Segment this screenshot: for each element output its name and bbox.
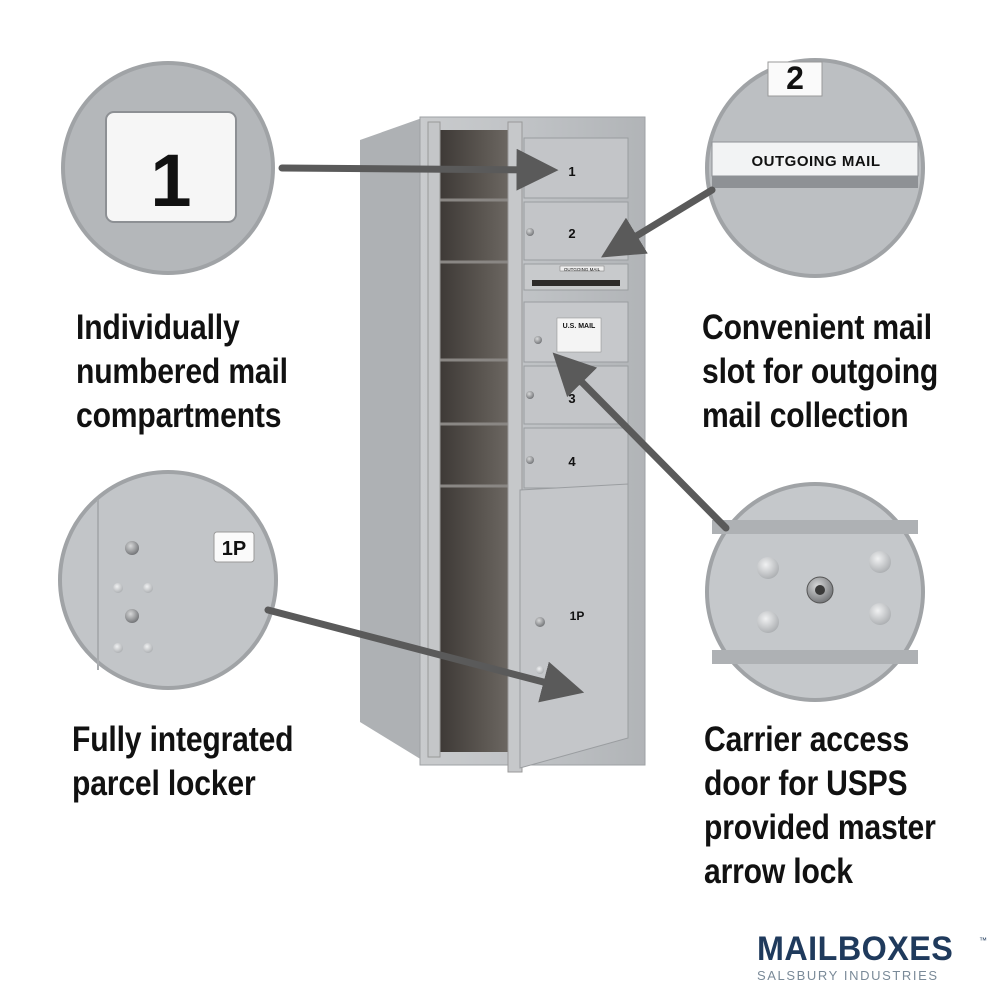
usps-plate-label: U.S. MAIL [563,323,596,330]
zoom-circle-carrier [705,482,925,702]
feature-numbered-line-1: Individually [76,308,240,347]
feature-outgoing-line-1: Convenient mail [702,308,932,347]
feature-numbered-line-3: compartments [76,396,282,435]
feature-numbered-line-2: numbered mail [76,352,288,391]
zoom-outgoing-number-label: 2 [786,60,804,96]
feature-parcel-locker: Fully integrated parcel locker [72,718,294,806]
callout-arrows [264,148,730,703]
mailbox-side [360,118,422,760]
arrow-numbered [278,148,559,191]
arrow-parcel [264,606,585,703]
feature-carrier-line-4: arrow lock [704,852,853,891]
zoom-circle-parcel [58,470,278,690]
feature-carrier-line-2: door for USPS [704,764,908,803]
door-4-number: 4 [568,454,576,469]
zoom-outgoing-plate-label: OUTGOING MAIL [752,153,881,170]
feature-numbered-compartments: Individually numbered mail compartments [76,306,288,438]
brand-logo: MAILBOXES SALSBURY INDUSTRIES [757,932,979,983]
brand-name: MAILBOXES [757,930,954,968]
zoom-parcel-plate-label: 1P [222,538,246,560]
arrow-outgoing [601,186,716,258]
feature-parcel-line-2: parcel locker [72,764,256,803]
door-1-number: 1 [568,164,575,179]
master-door-edge [427,121,441,758]
feature-outgoing-slot: Convenient mail slot for outgoing mail c… [702,306,938,438]
brand-trademark: ™ [979,936,987,945]
parcel-number: 1P [570,609,585,623]
arrow-carrier [552,352,730,532]
brand-subtitle: SALSBURY INDUSTRIES [757,968,939,983]
zoom-circle-numbered [61,61,275,275]
zoom-number-plate-label: 1 [150,139,191,222]
mailbox-interior [436,130,512,752]
feature-outgoing-line-3: mail collection [702,396,909,435]
door-3-number: 3 [568,391,575,406]
parcel-locker-door [519,483,629,769]
feature-carrier-access: Carrier access door for USPS provided ma… [704,718,936,894]
door-4 [523,427,629,489]
feature-carrier-line-3: provided master [704,808,936,847]
door-2-number: 2 [568,226,575,241]
feature-parcel-line-1: Fully integrated [72,720,294,759]
feature-carrier-line-1: Carrier access [704,720,910,759]
master-door-hinge [507,121,523,773]
feature-outgoing-line-2: slot for outgoing [702,352,939,391]
zoom-circle-outgoing [705,58,925,278]
slot-plate-label: OUTGOING MAIL [564,267,601,272]
